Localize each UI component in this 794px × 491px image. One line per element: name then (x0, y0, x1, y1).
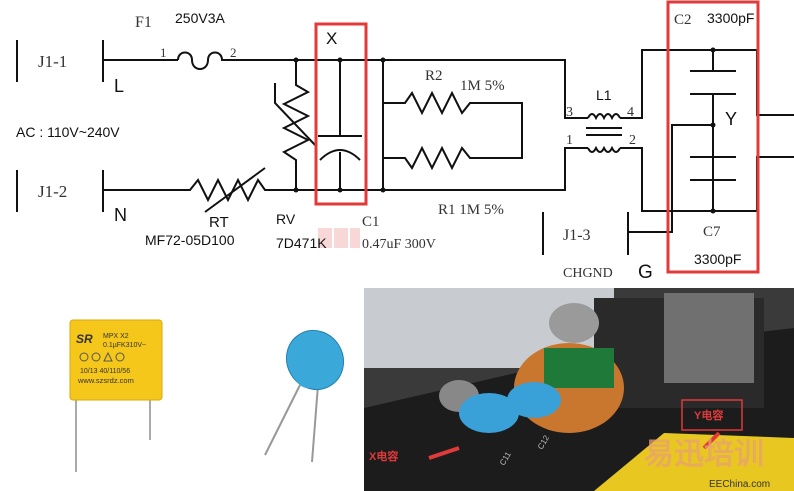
x2-website: www.szsrdz.com (77, 376, 134, 385)
l1-pin3: 3 (566, 105, 573, 120)
x2-capacitor-photo: SR MPX X2 0.1µFK310V~ 10/13 40/110/56 ww… (69, 319, 163, 472)
x2-text-line3: 10/13 40/110/56 (80, 368, 130, 375)
chgnd-label: CHGND (563, 266, 613, 281)
l1-pin2: 2 (629, 133, 636, 148)
watermark-site: EEChina.com (709, 479, 770, 490)
fuse-pin1: 1 (160, 45, 167, 60)
x2-brand-logo: SR (76, 332, 93, 346)
bleeder-resistors-r1-r2 (382, 60, 523, 190)
y-label: Y (725, 109, 737, 129)
fuse-pin2: 2 (230, 45, 237, 60)
common-mode-choke-l1 (586, 49, 794, 212)
r1-label: R1 1M 5% (438, 202, 504, 218)
x2-text-line2: 0.1µFK310V~ (103, 342, 146, 349)
r2-ref: R2 (425, 68, 443, 84)
l1-pin1: 1 (566, 133, 573, 148)
power-board-photo: X电容 Y电容 C11 C12 易迅培训 EEChina.com (364, 288, 794, 491)
c2-ref: C2 (674, 12, 692, 28)
fuse-ref: F1 (135, 14, 152, 31)
j1-3-label: J1-3 (563, 227, 591, 244)
c7-value: 3300pF (694, 251, 741, 267)
thermistor-arrow (204, 167, 266, 213)
x-label: X (326, 29, 337, 48)
varistor-slash (274, 83, 317, 147)
varistor-rv (281, 60, 311, 190)
c2-value: 3300pF (707, 10, 754, 26)
x-capacitor-highlight (314, 22, 368, 206)
cert-marks (79, 351, 125, 362)
y-capacitor-highlight (666, 0, 760, 274)
ac-input-label: AC : 110V~240V (16, 124, 120, 140)
x-capacitor-callout: X电容 (369, 449, 398, 463)
watermark-text: 易迅培训 (644, 437, 764, 471)
rv-value: 7D471K (276, 235, 327, 251)
x2-text-line1: MPX X2 (103, 333, 129, 340)
rv-ref: RV (276, 211, 296, 227)
line-wire-with-fuse (103, 51, 588, 119)
x-capacitor-c1 (318, 60, 362, 190)
rt-ref: RT (209, 214, 229, 231)
y-capacitors-c2-c7 (542, 50, 736, 255)
neutral-label: N (114, 205, 127, 225)
c1-ref: C1 (362, 214, 380, 230)
fuse-value: 250V3A (175, 10, 225, 26)
j1-1-label: J1-1 (38, 52, 67, 71)
r2-value: 1M 5% (460, 78, 505, 94)
c7-ref: C7 (703, 224, 721, 240)
l1-pin4: 4 (627, 105, 634, 120)
rt-value: MF72-05D100 (145, 232, 235, 248)
junction-dots (293, 47, 716, 214)
j1-2-label: J1-2 (38, 182, 67, 201)
l1-ref: L1 (596, 87, 612, 103)
watermark-logo (318, 228, 360, 248)
neutral-wire-with-thermistor (103, 147, 588, 203)
ground-label: G (638, 262, 653, 283)
c1-value: 0.47uF 300V (362, 237, 436, 252)
y-capacitor-photo (264, 329, 345, 463)
y-capacitor-callout: Y电容 (694, 408, 723, 422)
line-label: L (114, 76, 124, 96)
